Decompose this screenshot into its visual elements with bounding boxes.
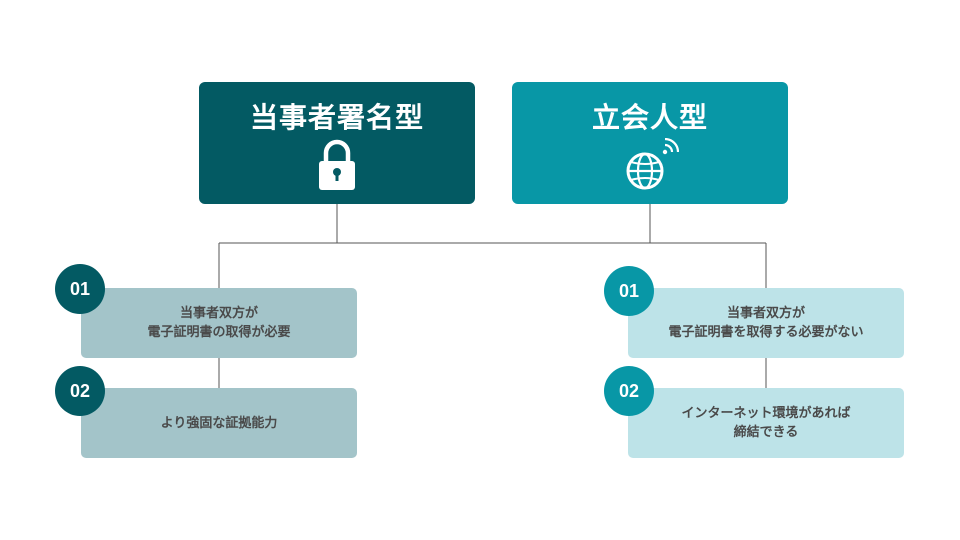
right-item-1-line-1: 当事者双方が [726, 306, 805, 321]
left-item-1-line-1: 当事者双方が [179, 306, 258, 321]
right-item-1-line-2: 電子証明書を取得する必要がない [668, 325, 864, 340]
right-item-1-number-badge: 01 [604, 266, 654, 316]
left-item-2-card: より強固な証拠能力 [81, 388, 357, 458]
header-signer-type: 当事者署名型 [199, 82, 475, 204]
header-title: 当事者署名型 [249, 101, 424, 134]
right-item-2-line-1: インターネット環境があれば [681, 406, 851, 421]
right-item-1-card: 当事者双方が 電子証明書を取得する必要がない [628, 288, 904, 358]
left-item-2-number-badge: 02 [55, 366, 105, 416]
header-title: 立会人型 [591, 101, 708, 134]
left-item-1-number-badge: 01 [55, 264, 105, 314]
lock-icon [315, 138, 359, 198]
left-item-1-card: 当事者双方が 電子証明書の取得が必要 [81, 288, 357, 358]
right-item-2-line-2: 締結できる [733, 425, 799, 440]
left-item-2-line-1: より強固な証拠能力 [160, 415, 278, 431]
globe-wifi-icon [621, 137, 680, 198]
left-item-1-line-2: 電子証明書の取得が必要 [147, 325, 291, 340]
right-item-2-number-badge: 02 [604, 366, 654, 416]
right-item-2-card: インターネット環境があれば 締結できる [628, 388, 904, 458]
header-witness-type: 立会人型 [512, 82, 788, 204]
